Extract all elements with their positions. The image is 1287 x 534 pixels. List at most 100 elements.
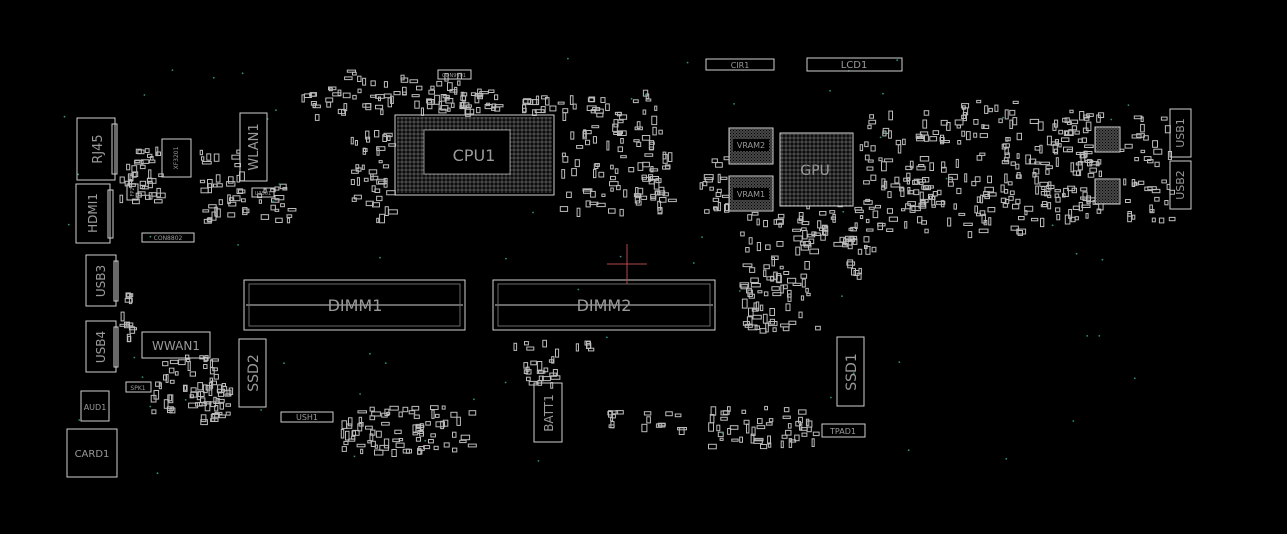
cpu1-package[interactable]: CPU1 bbox=[394, 114, 555, 196]
smd-footprint bbox=[822, 225, 827, 235]
smd-footprint bbox=[357, 410, 367, 414]
hdmi1-connector[interactable]: HDMI1 bbox=[75, 183, 114, 244]
smd-footprint bbox=[200, 397, 206, 404]
batt1-connector[interactable]: BATT1 bbox=[533, 382, 563, 443]
smd-footprint bbox=[454, 86, 458, 95]
smd-footprint bbox=[341, 446, 347, 452]
smd-footprint bbox=[1133, 115, 1143, 120]
via-dot bbox=[278, 183, 281, 186]
smd-footprint bbox=[866, 228, 874, 232]
smd-footprint bbox=[1085, 213, 1089, 219]
smd-footprint bbox=[617, 130, 623, 135]
smd-footprint bbox=[1062, 193, 1066, 198]
aud1-connector[interactable]: AUD1 bbox=[80, 390, 110, 422]
smd-footprint bbox=[555, 348, 560, 358]
smd-footprint bbox=[594, 108, 604, 114]
via-dot bbox=[692, 262, 695, 264]
smd-footprint bbox=[1086, 113, 1094, 117]
smd-footprint bbox=[756, 218, 760, 226]
smd-footprint bbox=[782, 415, 791, 419]
smd-footprint bbox=[147, 178, 157, 184]
dimm1-slot[interactable]: DIMM1 bbox=[243, 279, 466, 331]
smd-footprint bbox=[859, 144, 864, 152]
smd-footprint bbox=[376, 178, 386, 185]
smd-footprint bbox=[795, 420, 801, 427]
smd-footprint bbox=[635, 193, 642, 199]
usb1-connector[interactable]: USB1 bbox=[1169, 108, 1192, 158]
via-dot bbox=[882, 92, 884, 95]
smd-footprint bbox=[400, 74, 405, 81]
smd-footprint bbox=[1096, 208, 1102, 214]
smd-footprint bbox=[792, 282, 802, 286]
ssd1-slot[interactable]: SSD1 bbox=[836, 336, 865, 407]
xf3201-chip[interactable]: XF3201 bbox=[161, 138, 192, 178]
smd-footprint bbox=[1069, 109, 1074, 114]
smd-footprint bbox=[614, 168, 619, 174]
smd-footprint bbox=[357, 423, 363, 432]
smd-footprint bbox=[751, 211, 759, 216]
right-bga-chip-upper[interactable] bbox=[1094, 126, 1121, 153]
smd-footprint bbox=[1058, 129, 1064, 135]
fp2-part[interactable]: FP2 bbox=[126, 183, 139, 201]
smd-footprint bbox=[287, 208, 297, 212]
smd-footprint bbox=[1004, 147, 1009, 155]
usb3-connector[interactable]: USB3 bbox=[85, 254, 119, 307]
smd-footprint bbox=[667, 152, 673, 162]
via-dot bbox=[1098, 335, 1101, 337]
smd-footprint bbox=[214, 405, 219, 412]
smd-footprint bbox=[1034, 175, 1039, 185]
smd-footprint bbox=[365, 425, 373, 430]
smd-footprint bbox=[929, 162, 935, 172]
via-dot bbox=[149, 405, 152, 408]
smd-footprint bbox=[610, 164, 614, 170]
smd-footprint bbox=[652, 126, 657, 136]
smd-footprint bbox=[1004, 173, 1008, 184]
vram1-chip[interactable]: VRAM1 bbox=[728, 175, 774, 212]
wlan1-slot[interactable]: WLAN1 bbox=[239, 112, 268, 182]
right-bga-chip-lower[interactable] bbox=[1094, 178, 1121, 205]
gpu-package[interactable]: GPU bbox=[779, 132, 854, 207]
smd-footprint bbox=[225, 403, 231, 407]
smd-footprint bbox=[576, 207, 581, 217]
smd-footprint bbox=[642, 161, 650, 168]
con9901-connector[interactable]: CON9901 bbox=[437, 69, 472, 80]
smd-footprint bbox=[226, 181, 236, 187]
smd-footprint bbox=[1068, 129, 1073, 136]
card1-connector[interactable]: CARD1 bbox=[66, 428, 118, 478]
smd-footprint bbox=[1000, 184, 1005, 193]
smd-footprint bbox=[971, 180, 977, 187]
cir1-connector[interactable]: CIR1 bbox=[705, 58, 775, 71]
smd-footprint bbox=[303, 93, 312, 99]
usb2-connector[interactable]: USB2 bbox=[1169, 160, 1192, 210]
smd-footprint bbox=[428, 89, 435, 95]
usb4-connector[interactable]: USB4 bbox=[85, 320, 119, 373]
smd-footprint bbox=[778, 222, 782, 228]
usb4-label: USB4 bbox=[94, 331, 108, 363]
vram2-chip[interactable]: VRAM2 bbox=[728, 127, 774, 165]
spk1-connector[interactable]: SPK1 bbox=[125, 381, 152, 393]
con8802-connector[interactable]: CON8802 bbox=[141, 232, 195, 243]
dimm2-slot[interactable]: DIMM2 bbox=[492, 279, 716, 331]
smd-footprint bbox=[207, 179, 213, 188]
smd-footprint bbox=[616, 111, 622, 117]
smd-footprint bbox=[1089, 161, 1099, 166]
wwan1-slot[interactable]: WWAN1 bbox=[141, 331, 211, 359]
smd-footprint bbox=[417, 447, 422, 455]
smd-footprint bbox=[1140, 149, 1146, 154]
smd-footprint bbox=[805, 418, 810, 426]
smd-footprint bbox=[1045, 165, 1053, 170]
u3501-chip[interactable]: U3501 bbox=[251, 187, 275, 198]
smd-footprint bbox=[376, 217, 380, 224]
ush1-connector[interactable]: USH1 bbox=[280, 411, 334, 423]
smd-footprint bbox=[263, 188, 267, 194]
smd-footprint bbox=[1125, 199, 1131, 203]
smd-footprint bbox=[135, 192, 142, 198]
smd-footprint bbox=[474, 93, 484, 97]
tpad1-connector[interactable]: TPAD1 bbox=[821, 423, 866, 438]
smd-footprint bbox=[878, 157, 883, 162]
rj45-connector[interactable]: RJ45 bbox=[76, 117, 118, 181]
smd-footprint bbox=[350, 136, 354, 145]
lcd1-connector[interactable]: LCD1 bbox=[806, 57, 903, 72]
smd-footprint bbox=[163, 399, 169, 409]
ssd2-slot[interactable]: SSD2 bbox=[238, 338, 267, 408]
